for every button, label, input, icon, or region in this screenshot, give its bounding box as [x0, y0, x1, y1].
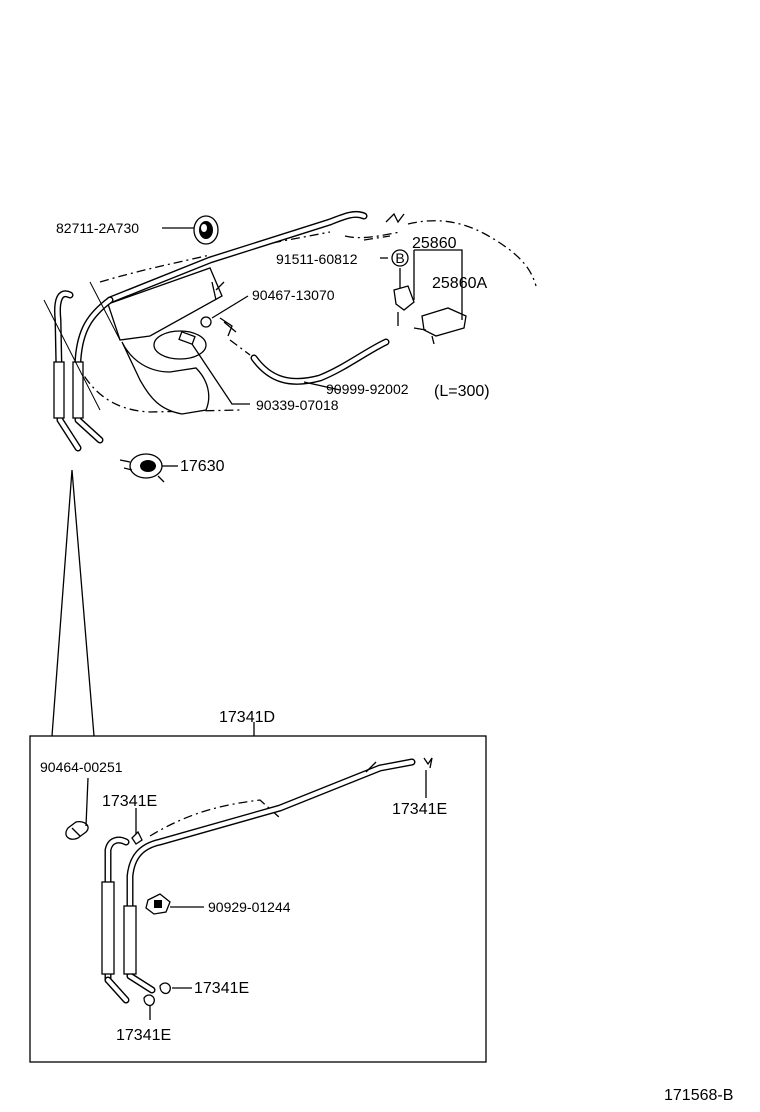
label-17341E-mid: 17341E — [194, 980, 249, 997]
detail-lower-hose-fill — [105, 973, 155, 1003]
label-90339-07018: 90339-07018 — [256, 397, 339, 413]
label-length-l300: (L=300) — [434, 383, 490, 400]
body-outline — [99, 220, 537, 287]
label-90467-13070: 90467-13070 — [252, 287, 335, 303]
breather-hose-upper-fill — [107, 212, 367, 303]
label-25860A: 25860A — [432, 275, 487, 292]
leader-90339 — [191, 343, 250, 405]
label-25860: 25860 — [412, 235, 457, 252]
vacuum-hose-link — [229, 339, 251, 356]
leader-25860 — [413, 249, 463, 320]
upper-assembly — [43, 210, 537, 483]
detail-sleeve-1 — [101, 881, 115, 975]
detail-main-hose-fill — [105, 759, 415, 983]
detail-assembly — [65, 757, 433, 1007]
line-sleeve-2 — [72, 361, 84, 419]
vsv-valve-25860a — [413, 307, 467, 345]
bolt-part-90339 — [178, 331, 196, 345]
callout-marker-b: B — [391, 249, 409, 267]
valve-part-90929 — [145, 893, 171, 915]
upper-leaders — [162, 227, 463, 467]
valve-link — [363, 235, 391, 241]
detail-leaders — [85, 770, 427, 1020]
vsv-valve-25860 — [393, 285, 415, 326]
label-17341D: 17341D — [219, 709, 275, 726]
frame-line — [43, 299, 101, 411]
clamp-17341e-bottom — [143, 994, 155, 1007]
label-17630: 17630 — [180, 458, 225, 475]
label-90464-00251: 90464-00251 — [40, 759, 123, 775]
label-91511-60812: 91511-60812 — [276, 251, 358, 267]
label-17341E-bottom: 17341E — [116, 1027, 171, 1044]
leader-90464 — [85, 777, 89, 827]
leader-90467 — [211, 295, 249, 319]
vertical-fuel-line-1-fill — [55, 291, 81, 451]
detail-zoom-lines — [51, 469, 95, 737]
clamp-part-90467 — [200, 281, 237, 337]
detail-body-outline — [149, 799, 281, 837]
label-90929-01244: 90929-01244 — [208, 899, 291, 915]
marker-b-label: B — [395, 250, 404, 266]
label-90999-92002: 90999-92002 — [326, 381, 409, 397]
filler-neck-body — [107, 267, 223, 341]
leader-90999 — [303, 381, 341, 391]
label-82711-2A730: 82711-2A730 — [56, 220, 139, 236]
label-17341E-left: 17341E — [102, 793, 157, 810]
clamp-17341e-top-right — [423, 757, 433, 769]
figure-id: 171568-B — [664, 1087, 733, 1104]
connector-90467-mark — [385, 212, 405, 224]
detail-sleeve-2 — [123, 905, 137, 975]
clamp-17341e-left — [131, 830, 143, 845]
fuel-cap-part — [193, 215, 219, 245]
canister-part-17630 — [119, 453, 165, 483]
clamp-17341e-mid — [159, 982, 171, 995]
line-sleeve-1 — [53, 361, 65, 419]
label-17341E-right: 17341E — [392, 801, 447, 818]
clip-part-90464 — [65, 820, 89, 840]
detail-box-17341D — [29, 735, 487, 1063]
detail-sleeve-mark — [365, 761, 377, 773]
filler-neck-tube — [121, 341, 210, 415]
frame-line-2 — [89, 281, 121, 341]
vacuum-hose-90999-fill — [251, 339, 389, 384]
